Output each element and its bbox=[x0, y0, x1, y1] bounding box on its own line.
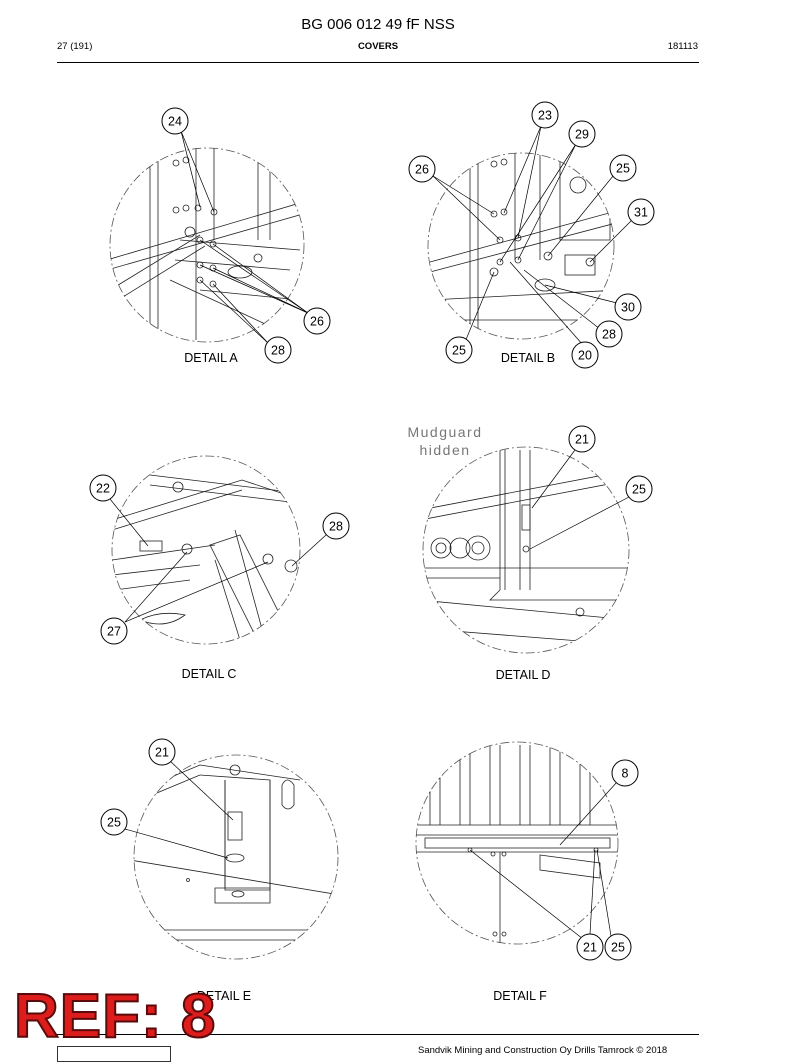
callout-number: 21 bbox=[583, 941, 597, 955]
callout-bubble bbox=[264, 336, 292, 364]
callout-bubble bbox=[445, 336, 473, 364]
detail-d: Mudguard hidden 21 25 DETAIL D bbox=[407, 424, 653, 682]
footer-rule bbox=[57, 1034, 699, 1035]
callout-bubble bbox=[568, 120, 596, 148]
detail-c: 22 28 27 DETAIL C bbox=[89, 455, 350, 681]
section-title: COVERS bbox=[357, 41, 399, 52]
callout-number: 8 bbox=[622, 767, 629, 781]
callout-bubble bbox=[595, 320, 623, 348]
callout-bubble bbox=[322, 512, 350, 540]
ref-stamp: REF: 8 bbox=[13, 982, 217, 1051]
detail-f-boundary bbox=[415, 741, 619, 945]
callout-number: 29 bbox=[575, 128, 589, 142]
detail-c-label: DETAIL C bbox=[182, 667, 237, 681]
callout-bubble bbox=[568, 425, 596, 453]
callout-number: 25 bbox=[632, 483, 646, 497]
detail-a: 24 26 28 DETAIL A bbox=[109, 107, 331, 365]
callout-bubble bbox=[89, 474, 117, 502]
callout-bubble bbox=[627, 198, 655, 226]
footer-copyright: Sandvik Mining and Construction Oy Drill… bbox=[418, 1045, 668, 1056]
detail-e-label: DETAIL E bbox=[197, 989, 251, 1003]
document-code: 181113 bbox=[667, 41, 698, 52]
callout-number: 25 bbox=[107, 816, 121, 830]
callout-bubble bbox=[303, 307, 331, 335]
header-rule bbox=[57, 62, 699, 63]
detail-d-leaders bbox=[529, 449, 630, 550]
callout-bubble bbox=[611, 759, 639, 787]
callout-bubble bbox=[571, 341, 599, 369]
detail-b: 23 29 26 25 31 30 28 25 20 DETAIL B bbox=[408, 101, 655, 369]
callout-number: 28 bbox=[329, 520, 343, 534]
callout-number: 26 bbox=[310, 315, 324, 329]
callout-number: 24 bbox=[168, 115, 182, 129]
mudguard-note-line1: Mudguard bbox=[407, 424, 482, 440]
callout-bubble bbox=[604, 933, 632, 961]
detail-b-label: DETAIL B bbox=[501, 351, 555, 365]
detail-e-drawing bbox=[134, 764, 338, 941]
callout-number: 20 bbox=[578, 349, 592, 363]
detail-d-boundary bbox=[422, 446, 630, 654]
detail-c-leaders bbox=[109, 498, 327, 623]
detail-a-boundary bbox=[109, 147, 305, 343]
callout-number: 21 bbox=[575, 433, 589, 447]
callout-bubble bbox=[576, 933, 604, 961]
callout-bubble bbox=[625, 475, 653, 503]
detail-e: 21 25 DETAIL E bbox=[100, 738, 339, 1003]
callout-number: 22 bbox=[96, 482, 110, 496]
detail-c-boundary bbox=[111, 455, 301, 645]
detail-b-drawing bbox=[429, 153, 614, 339]
callout-number: 31 bbox=[634, 206, 648, 220]
detail-e-leaders bbox=[124, 760, 234, 859]
callout-bubble bbox=[100, 808, 128, 836]
callout-number: 21 bbox=[155, 746, 169, 760]
detail-a-label: DETAIL A bbox=[184, 351, 238, 365]
callout-number: 28 bbox=[271, 344, 285, 358]
callout-number: 27 bbox=[107, 625, 121, 639]
detail-b-leaders bbox=[432, 125, 632, 346]
detail-a-drawing bbox=[110, 148, 304, 341]
detail-f: 8 21 25 DETAIL F bbox=[415, 741, 639, 1003]
callout-bubble bbox=[408, 155, 436, 183]
detail-f-leaders bbox=[469, 781, 618, 940]
callout-bubble bbox=[614, 293, 642, 321]
callout-number: 26 bbox=[415, 163, 429, 177]
document-title: BG 006 012 49 fF NSS bbox=[301, 16, 455, 33]
callout-bubble bbox=[609, 154, 637, 182]
callout-number: 25 bbox=[611, 941, 625, 955]
callout-number: 30 bbox=[621, 301, 635, 315]
callout-number: 23 bbox=[538, 109, 552, 123]
callout-bubble bbox=[161, 107, 189, 135]
page-number: 27 (191) bbox=[57, 41, 93, 52]
mudguard-note-line2: hidden bbox=[419, 442, 470, 458]
callout-number: 25 bbox=[616, 162, 630, 176]
callout-bubble bbox=[148, 738, 176, 766]
detail-b-boundary bbox=[427, 152, 615, 340]
detail-a-leaders bbox=[180, 130, 309, 344]
detail-d-label: DETAIL D bbox=[496, 668, 551, 682]
detail-e-boundary bbox=[133, 754, 339, 960]
detail-d-drawing bbox=[423, 450, 629, 646]
callout-number: 28 bbox=[602, 328, 616, 342]
detail-f-label: DETAIL F bbox=[493, 989, 547, 1003]
callout-bubble bbox=[531, 101, 559, 129]
detail-f-drawing bbox=[416, 745, 618, 944]
callout-bubble bbox=[100, 617, 128, 645]
callout-number: 25 bbox=[452, 344, 466, 358]
detail-c-drawing bbox=[112, 474, 300, 644]
